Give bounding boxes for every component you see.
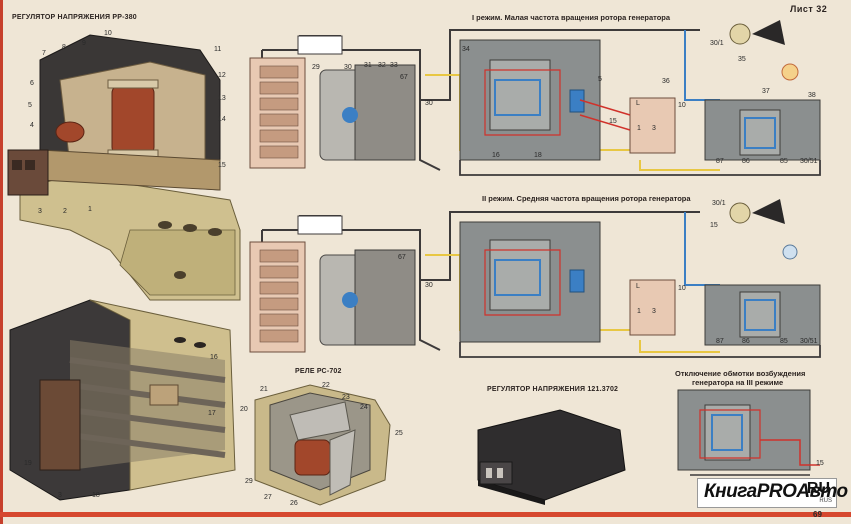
callout: 8 [62,44,66,51]
callout: 11 [214,46,222,53]
callout: 6 [30,80,34,87]
callout: 7 [42,50,46,57]
callout: 34 [462,46,470,53]
watermark-badge: КнигаPROАвто RU RUS [697,478,848,508]
callout: 18 [92,492,100,499]
callout: 85 [780,338,788,345]
callout: 1 [637,125,641,132]
callout: 17 [208,410,216,417]
callout: 30 [344,64,352,71]
caption-mode2: II режим. Средняя частота вращения ротор… [482,194,691,203]
callout: 86 [742,338,750,345]
regulator-121-illustration [477,409,626,505]
callout: L [636,100,640,107]
caption-mode1: I режим. Малая частота вращения ротора г… [472,13,671,22]
watermark-brand: КнигаPROАвто [704,481,848,502]
callout: 1 [88,206,92,213]
callout: 29 [245,478,253,485]
callout: 15 [609,118,617,125]
sheet-label: Лист 32 [790,4,828,14]
bottom-margin-bar [0,512,851,517]
callout: 10 [678,285,686,292]
callout: 3 [652,125,656,132]
callout: 10 [104,30,112,37]
callout: 25 [395,430,403,437]
callout: 30/1 [710,40,724,47]
callout: 14 [218,116,226,123]
callout: 30/51 [800,158,818,165]
callout: 33 [390,62,398,69]
regulator-rr380-illustration [7,34,241,301]
caption-relay-rs702: РЕЛЕ РС-702 [295,368,342,375]
callout: 2 [63,208,67,215]
left-margin-bar [0,0,3,524]
callout: 9 [82,40,86,47]
callout: L [636,283,640,290]
scheme-mode3 [677,389,820,476]
callout: 86 [742,158,750,165]
callout: 3 [58,492,62,499]
callout: 21 [260,386,268,393]
scheme-mode1 [249,20,821,176]
page-number: 69 [813,510,822,519]
callout: 4 [30,122,34,129]
callout: 18 [534,152,542,159]
callout: 85 [780,158,788,165]
callout: 5 [28,102,32,109]
callout: 5 [598,76,602,83]
callout: 12 [218,72,226,79]
callout: 23 [342,394,350,401]
callout: 3 [652,308,656,315]
callout: 1 [637,308,641,315]
callout: 32 [378,62,386,69]
callout: 67 [398,254,406,261]
callout: 31 [364,62,372,69]
callout: 30 [425,282,433,289]
callout: 10 [678,102,686,109]
callout: 27 [264,494,272,501]
callout: 20 [240,406,248,413]
callout: 38 [808,92,816,99]
callout: 13 [218,95,226,102]
callout: 16 [210,354,218,361]
callout: 29 [312,64,320,71]
callout: 30/51 [800,338,818,345]
callout: 26 [290,500,298,507]
caption-regulator-121: РЕГУЛЯТОР НАПРЯЖЕНИЯ 121.3702 [487,386,619,393]
caption-regulator-rr380: РЕГУЛЯТОР НАПРЯЖЕНИЯ РР-380 [12,14,137,21]
caption-mode3-line1: Отключение обмотки возбуждения [675,369,806,378]
scheme-mode2 [249,199,821,358]
callout: 67 [400,74,408,81]
callout: 19 [24,460,32,467]
relay-rs702-illustration [254,384,391,506]
callout: 22 [322,382,330,389]
caption-mode3-line2: генератора на III режиме [692,378,784,387]
callout: 15 [710,222,718,229]
watermark-sub: RUS [819,498,832,504]
callout: 30 [425,100,433,107]
callout: 36 [662,78,670,85]
callout: 35 [738,56,746,63]
watermark-tld: RU [806,480,830,497]
callout: 87 [716,338,724,345]
callout: 15 [218,162,226,169]
callout: 15 [816,460,824,467]
callout: 3 [38,208,42,215]
callout: 37 [762,88,770,95]
callout: 87 [716,158,724,165]
callout: 16 [492,152,500,159]
callout: 30/1 [712,200,726,207]
regulator-rr380-open-illustration [9,299,236,501]
callout: 24 [360,404,368,411]
